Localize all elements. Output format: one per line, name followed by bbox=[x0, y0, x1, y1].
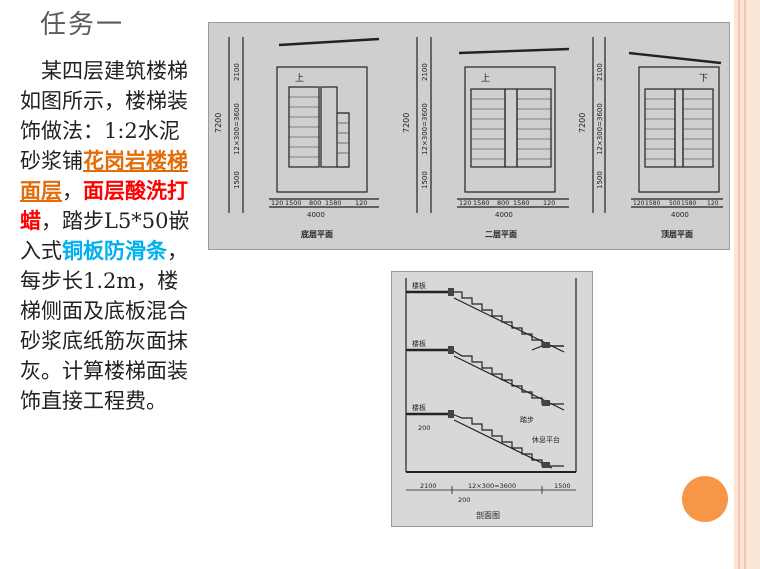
plan2-dim-top: 2100 bbox=[421, 63, 429, 81]
plan3-b3: 500 bbox=[669, 200, 681, 207]
plan3-down-label: 下 bbox=[699, 74, 708, 84]
plan2-dim-treads: 12×300=3600 bbox=[421, 103, 429, 155]
text-highlight-copper: 铜板防滑条 bbox=[62, 238, 167, 263]
plan3-b1: 120 bbox=[633, 200, 645, 207]
plan2-walls bbox=[464, 66, 556, 193]
decorative-orange-circle bbox=[682, 476, 728, 522]
plan1-b4: 1580 bbox=[325, 199, 342, 207]
plan1-dim-top: 2100 bbox=[233, 63, 241, 81]
plan2-b4: 1580 bbox=[513, 199, 530, 207]
section-200-label: 200 bbox=[418, 424, 430, 432]
plan2-width: 4000 bbox=[495, 211, 513, 219]
section-slab2-label: 楼板 bbox=[412, 339, 426, 348]
section-caption: 剖面图 bbox=[476, 510, 500, 520]
text-part-3: ， bbox=[62, 179, 83, 203]
plan1-caption: 底层平面 bbox=[300, 229, 333, 239]
stair-section-drawing: 楼板 楼板 楼板 200 踏步 休息平台 2100 12×300=3600 15… bbox=[405, 278, 577, 520]
text-highlight-wax: 面层酸洗打蜡 bbox=[20, 178, 188, 233]
plan1-width: 4000 bbox=[307, 211, 325, 219]
text-part-1: 某四层建筑楼梯如图所示，楼梯装饰做法：1:2水泥砂浆铺 bbox=[20, 59, 188, 173]
plan1-up-label: 上 bbox=[295, 73, 304, 84]
plan2-dim-total: 7200 bbox=[402, 113, 411, 133]
plan3-dim-bottom: 1500 bbox=[596, 171, 604, 189]
slide-frame bbox=[734, 0, 760, 569]
section-dim-1500: 1500 bbox=[554, 482, 571, 490]
plan1-dim-total: 7200 bbox=[214, 113, 223, 133]
plan2-caption: 二层平面 bbox=[485, 230, 517, 239]
plan2-b2: 1580 bbox=[473, 199, 490, 207]
section-dim-2100: 2100 bbox=[420, 482, 437, 490]
text-part-7: ，每步长1.2m，楼梯侧面及底板混合砂浆底纸筋灰面抹灰。计算楼梯面装饰直接工程费… bbox=[20, 239, 188, 413]
plan3-dim-total: 7200 bbox=[578, 113, 587, 133]
plan3-walls bbox=[638, 66, 720, 193]
section-slab3-label: 楼板 bbox=[412, 403, 426, 412]
section-dim-treads: 12×300=3600 bbox=[468, 482, 516, 490]
stair-plans-image: 上 上 下 7200 7200 7200 12×300=3600 12×300=… bbox=[208, 22, 730, 250]
plan1-b2: 1500 bbox=[285, 199, 302, 207]
plan3-width: 4000 bbox=[671, 211, 689, 219]
section-landing-label: 休息平台 bbox=[532, 435, 560, 444]
plan2-b1: 120 bbox=[459, 199, 471, 207]
plan3-dim-treads: 12×300=3600 bbox=[596, 103, 604, 155]
plan3-b2: 1580 bbox=[645, 200, 660, 207]
stair-section-image: 楼板 楼板 楼板 200 踏步 休息平台 2100 12×300=3600 15… bbox=[391, 271, 593, 527]
text-highlight-granite: 花岗岩楼梯面层 bbox=[20, 148, 188, 203]
plan1-b1: 120 bbox=[271, 199, 283, 207]
plan3-b5: 120 bbox=[707, 200, 719, 207]
plan1-walls bbox=[276, 66, 368, 193]
problem-text: 某四层建筑楼梯如图所示，楼梯装饰做法：1:2水泥砂浆铺花岗岩楼梯面层，面层酸洗打… bbox=[20, 56, 192, 416]
text-part-5: ，踏步L5*50嵌入式 bbox=[20, 209, 190, 263]
plan1-dim-bottom: 1500 bbox=[233, 171, 241, 189]
plan3-b4: 1580 bbox=[681, 200, 696, 207]
stair-plans-drawing: 上 上 下 7200 7200 7200 12×300=3600 12×300=… bbox=[214, 37, 723, 239]
plan1-dim-treads: 12×300=3600 bbox=[233, 103, 241, 155]
plan1-b3: 800 bbox=[309, 199, 321, 207]
plan3-caption: 顶层平面 bbox=[661, 230, 693, 239]
plan2-b3: 800 bbox=[497, 199, 509, 207]
section-slab1-label: 楼板 bbox=[412, 281, 426, 290]
section-dim-200: 200 bbox=[458, 496, 470, 504]
slide-title: 任务一 bbox=[40, 10, 125, 40]
plan3-dim-top: 2100 bbox=[596, 63, 604, 81]
plan1-b5: 120 bbox=[355, 199, 367, 207]
plan2-up-label: 上 bbox=[481, 73, 490, 84]
plan2-dim-bottom: 1500 bbox=[421, 171, 429, 189]
plan2-b5: 120 bbox=[543, 199, 555, 207]
section-tread-label: 踏步 bbox=[520, 415, 534, 424]
